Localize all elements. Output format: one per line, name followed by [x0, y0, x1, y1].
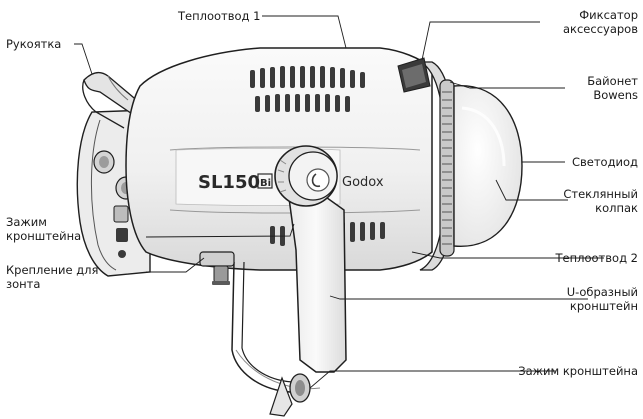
callout-ubracket-line2: кронштейн [569, 299, 638, 313]
glass-dome [453, 85, 523, 247]
callout-accessory-lock-line2: аксессуаров [562, 22, 638, 36]
callout-bracket-clamp-line2: кронштейна [6, 229, 82, 243]
callout-handle: Рукоятка [6, 37, 62, 51]
callout-bowens-line2: Bowens [593, 88, 638, 102]
callout-glass-dome: Стеклянный колпак [540, 187, 638, 215]
callout-bowens: Байонет Bowens [560, 74, 638, 102]
callout-ubracket-line1: U-образный [566, 285, 638, 299]
power-socket-icon [116, 228, 128, 242]
callout-bracket-clamp: Зажим кронштейна [6, 215, 81, 243]
lower-bracket-clamp-icon [269, 373, 311, 417]
umbrella-mount-icon [199, 251, 235, 285]
callout-bracket-clamp-line1: Зажим [6, 215, 47, 229]
callout-accessory-lock: Фиксатор аксессуаров [542, 8, 638, 36]
brand-logo: Godox [342, 175, 384, 190]
callout-lower-bracket-clamp: Зажим кронштейна [518, 364, 638, 378]
bracket-clamp-knob-icon [274, 145, 338, 207]
callout-led: Светодиод [571, 155, 638, 169]
rear-knob-icon [93, 150, 115, 174]
callout-accessory-lock-line1: Фиксатор [579, 8, 638, 22]
callout-leaders [74, 15, 604, 389]
callout-heatsink-1: Теплоотвод 1 [178, 9, 261, 23]
callout-heatsink-2: Теплоотвод 2 [555, 251, 638, 265]
callout-umbrella-mount: Крепление для зонта [6, 263, 98, 291]
model-suffix: Bi [260, 178, 271, 189]
callout-glass-line2: колпак [595, 201, 638, 215]
callout-umbrella-line2: зонта [6, 277, 41, 291]
callout-glass-line1: Стеклянный [563, 187, 638, 201]
callout-bowens-line1: Байонет [587, 74, 638, 88]
handle [82, 71, 147, 129]
heatsink-1-vents [250, 66, 365, 112]
callout-umbrella-line1: Крепление для [6, 263, 99, 277]
model-text: SL150 [198, 172, 260, 193]
u-bracket [231, 174, 347, 417]
callout-u-bracket: U-образный кронштейн [530, 285, 638, 313]
rear-port-icon [118, 250, 126, 258]
rear-display-icon [113, 205, 129, 223]
bowens-mount [397, 57, 457, 271]
